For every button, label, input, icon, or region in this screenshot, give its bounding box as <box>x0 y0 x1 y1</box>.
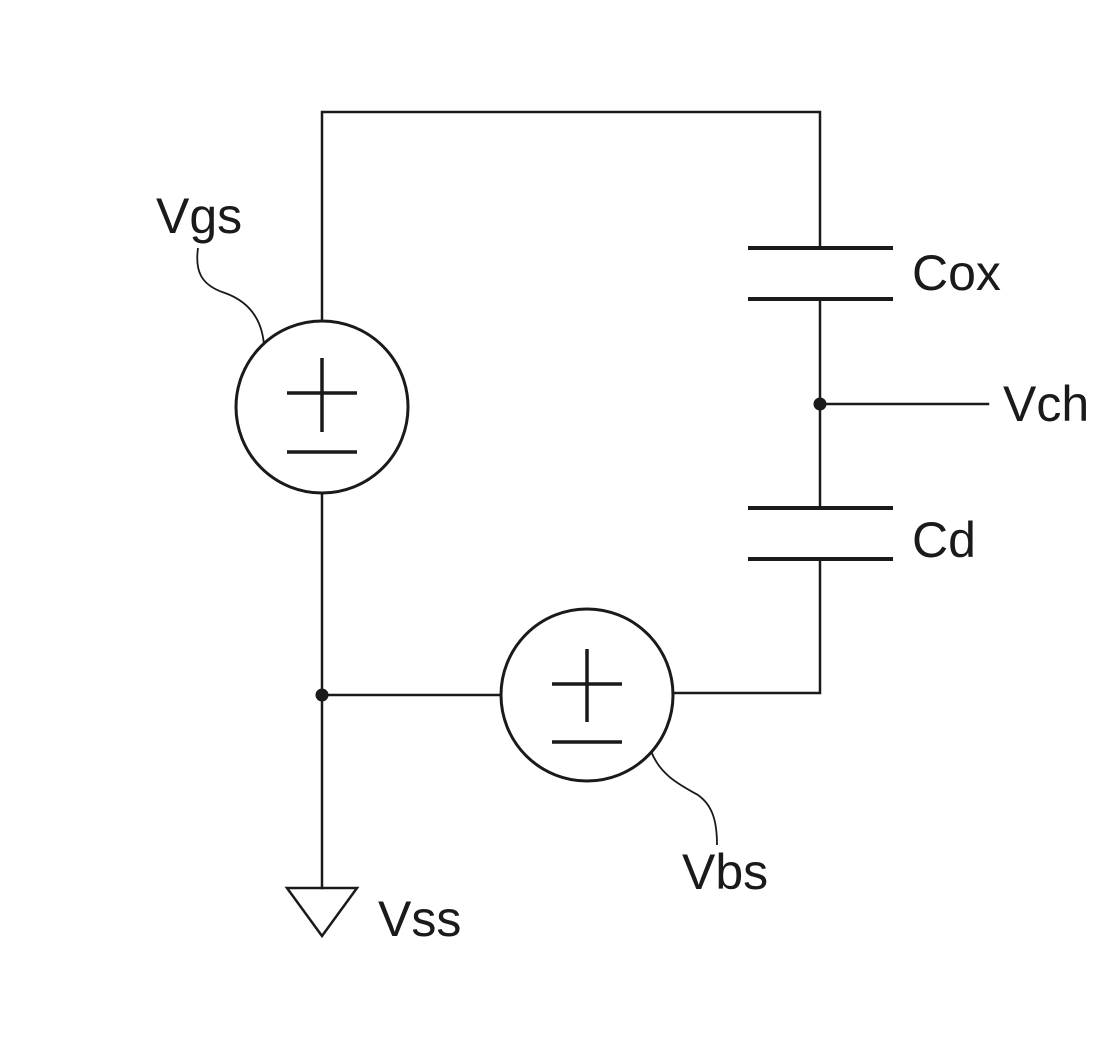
capacitor-cox <box>748 248 893 299</box>
ground-icon <box>287 888 357 936</box>
label-cox: Cox <box>912 245 1001 301</box>
voltage-source-vbs <box>501 609 673 781</box>
label-cd: Cd <box>912 512 976 568</box>
label-vss: Vss <box>378 891 461 947</box>
vgs-leader-line <box>197 248 264 345</box>
wire-cd-to-vbs <box>672 559 820 693</box>
capacitor-cd <box>748 508 893 559</box>
label-vgs: Vgs <box>156 188 242 244</box>
label-vbs: Vbs <box>682 844 768 900</box>
vss-node <box>316 689 328 701</box>
label-vch: Vch <box>1003 376 1089 432</box>
voltage-source-vgs <box>236 321 408 493</box>
wire-top <box>322 112 820 322</box>
vbs-leader-line <box>651 751 717 845</box>
